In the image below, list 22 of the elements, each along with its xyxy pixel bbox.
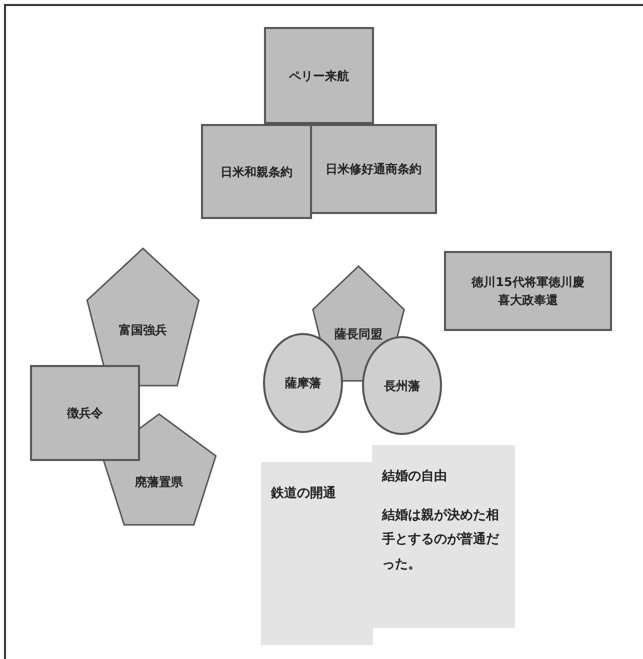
note-heading: 結婚の自由 bbox=[382, 468, 447, 486]
node-label: 日米和親条約 bbox=[220, 164, 292, 180]
concept-box bbox=[201, 124, 312, 219]
concept-box bbox=[30, 365, 140, 461]
node-label: ペリー来航 bbox=[289, 68, 349, 84]
note-text: 結婚は親が決めた相手とするのが普通だった。 bbox=[382, 506, 500, 574]
node-label: 廃藩置県 bbox=[135, 474, 183, 492]
node-label: 薩長同盟 bbox=[334, 326, 382, 343]
concept-box bbox=[264, 27, 374, 124]
node-label: 徴兵令 bbox=[67, 405, 103, 422]
node-label: 日米修好通商条約 bbox=[326, 161, 422, 178]
node-label: 長州藩 bbox=[384, 378, 420, 394]
note-heading: 鉄道の開通 bbox=[271, 485, 336, 503]
node-label: 薩摩藩 bbox=[285, 375, 321, 392]
concept-pentagon bbox=[101, 413, 217, 526]
note-card bbox=[372, 445, 515, 628]
concept-box bbox=[444, 251, 612, 331]
node-label: 徳川15代将軍徳川慶喜大政奉還 bbox=[470, 274, 586, 309]
concept-pentagon bbox=[86, 247, 200, 387]
node-label: 富国強兵 bbox=[119, 322, 167, 339]
concept-box bbox=[310, 124, 437, 214]
note-card bbox=[261, 462, 373, 645]
